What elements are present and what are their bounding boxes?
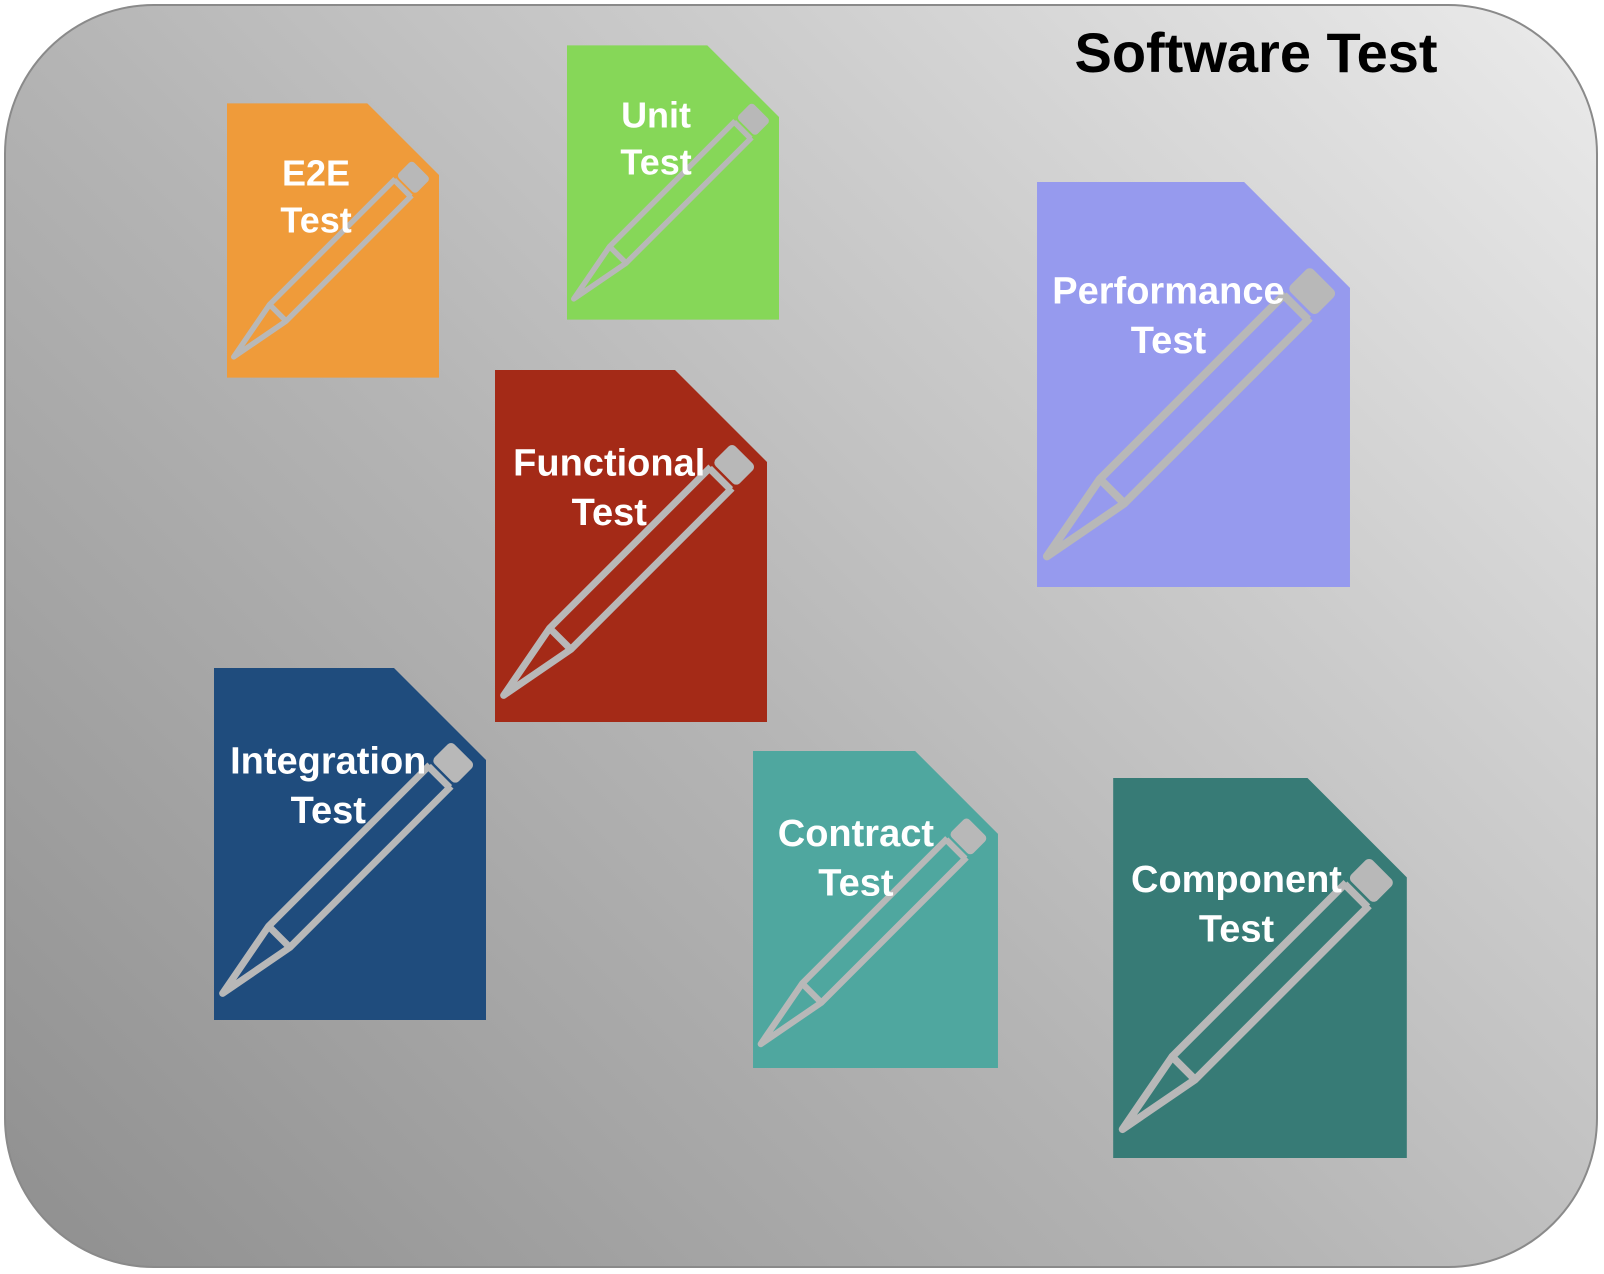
document-sublabel-integration: Test (291, 790, 367, 832)
document-sublabel-component: Test (1199, 908, 1275, 950)
document-sublabel-performance: Test (1131, 320, 1207, 362)
document-label-contract: Contract (778, 813, 935, 855)
pencil-icon (1042, 268, 1336, 561)
pencil-icon (231, 161, 429, 360)
diagram-title: Software Test (1074, 21, 1438, 84)
document-label-functional: Functional (513, 443, 705, 485)
pencil-icon (500, 444, 755, 699)
pencil-icon (1118, 858, 1393, 1134)
document-label-performance: Performance (1052, 271, 1284, 313)
document-sublabel-unit: Test (620, 141, 691, 182)
document-sublabel-functional: Test (572, 492, 648, 534)
document-e2e: E2E Test (227, 103, 439, 378)
document-label-integration: Integration (230, 741, 426, 783)
document-sublabel-e2e: Test (280, 199, 351, 240)
document-label-unit: Unit (621, 95, 691, 136)
document-label-e2e: E2E (282, 153, 350, 194)
pencil-icon (757, 818, 987, 1048)
pencil-icon (571, 103, 769, 302)
document-label-component: Component (1131, 859, 1342, 901)
pencil-icon (219, 742, 474, 997)
document-sublabel-contract: Test (818, 863, 894, 905)
